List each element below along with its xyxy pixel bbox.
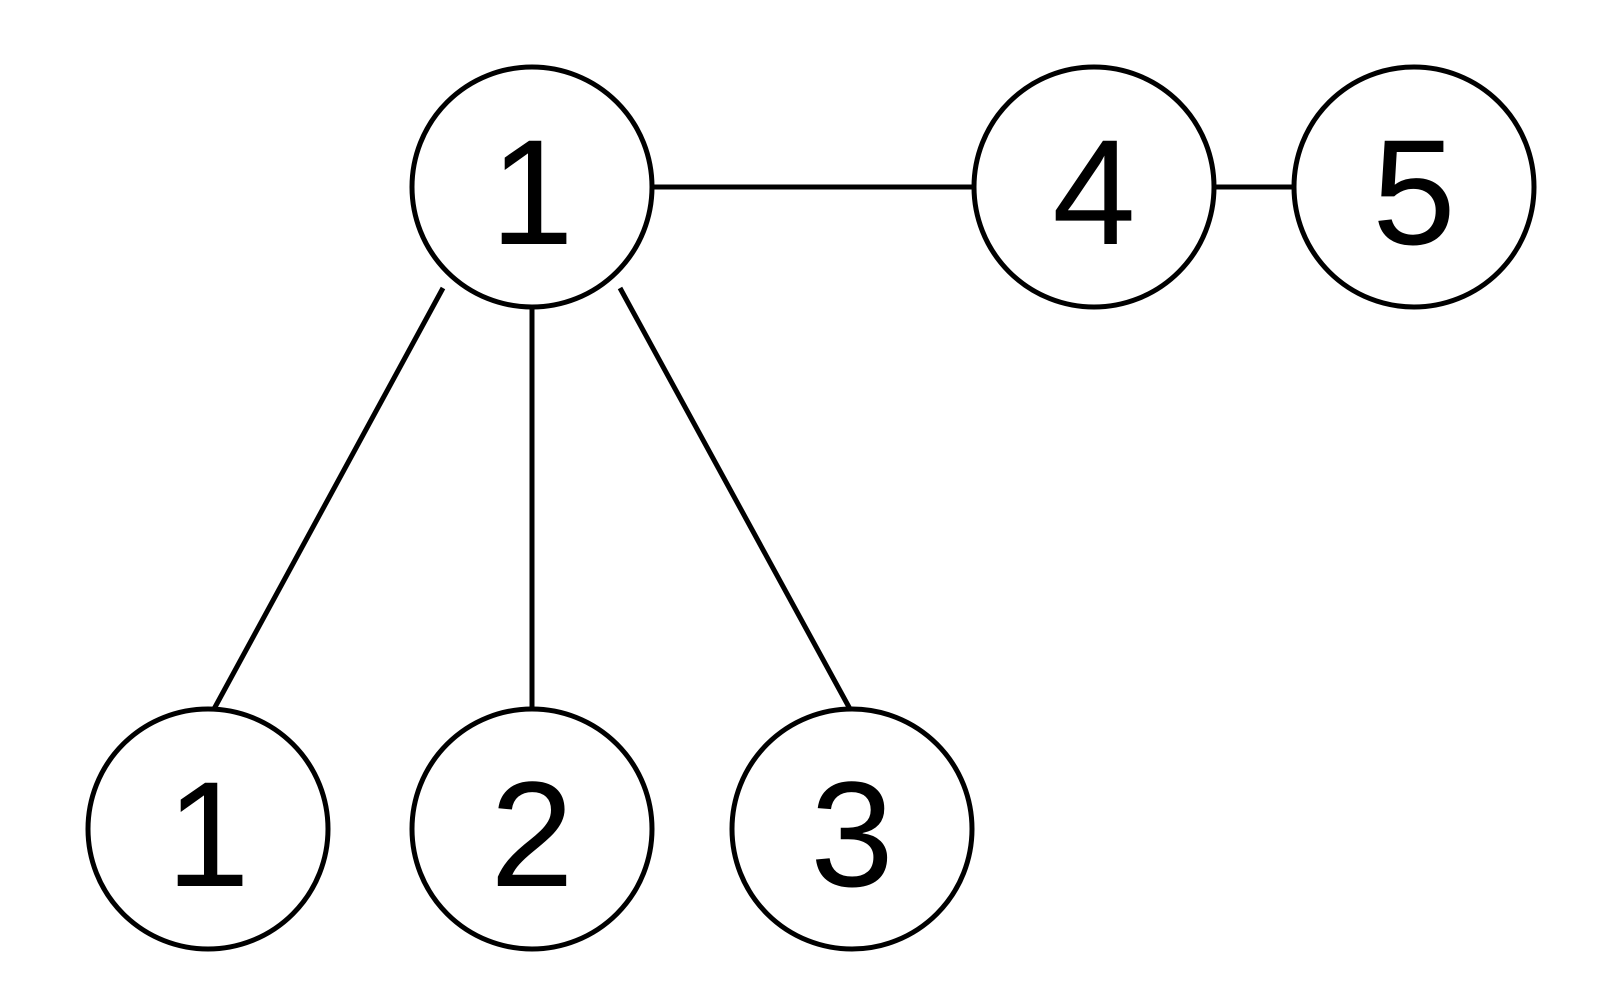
node-root-label: 1 [490,108,573,276]
node-child-2: 2 [409,706,655,952]
node-5-label: 5 [1372,108,1455,276]
node-4-circle [971,64,1217,310]
node-child-1: 1 [85,706,331,952]
node-4: 4 [971,64,1217,310]
node-child-3: 3 [729,706,975,952]
edge-root-to-child-3 [617,286,853,711]
node-child-3-label: 3 [810,750,893,918]
node-child-1-label: 1 [166,750,249,918]
node-child-1-circle [85,706,331,952]
edge-root-to-child-1 [211,286,446,711]
edges-layer [211,184,1294,711]
node-child-3-circle [729,706,975,952]
node-root: 1 [409,64,655,310]
node-child-2-label: 2 [490,750,573,918]
node-4-label: 4 [1052,108,1135,276]
node-5-circle [1291,64,1537,310]
node-root-circle [409,64,655,310]
nodes-layer: 1 4 5 1 2 3 [85,64,1537,952]
node-child-2-circle [409,706,655,952]
node-5: 5 [1291,64,1537,310]
